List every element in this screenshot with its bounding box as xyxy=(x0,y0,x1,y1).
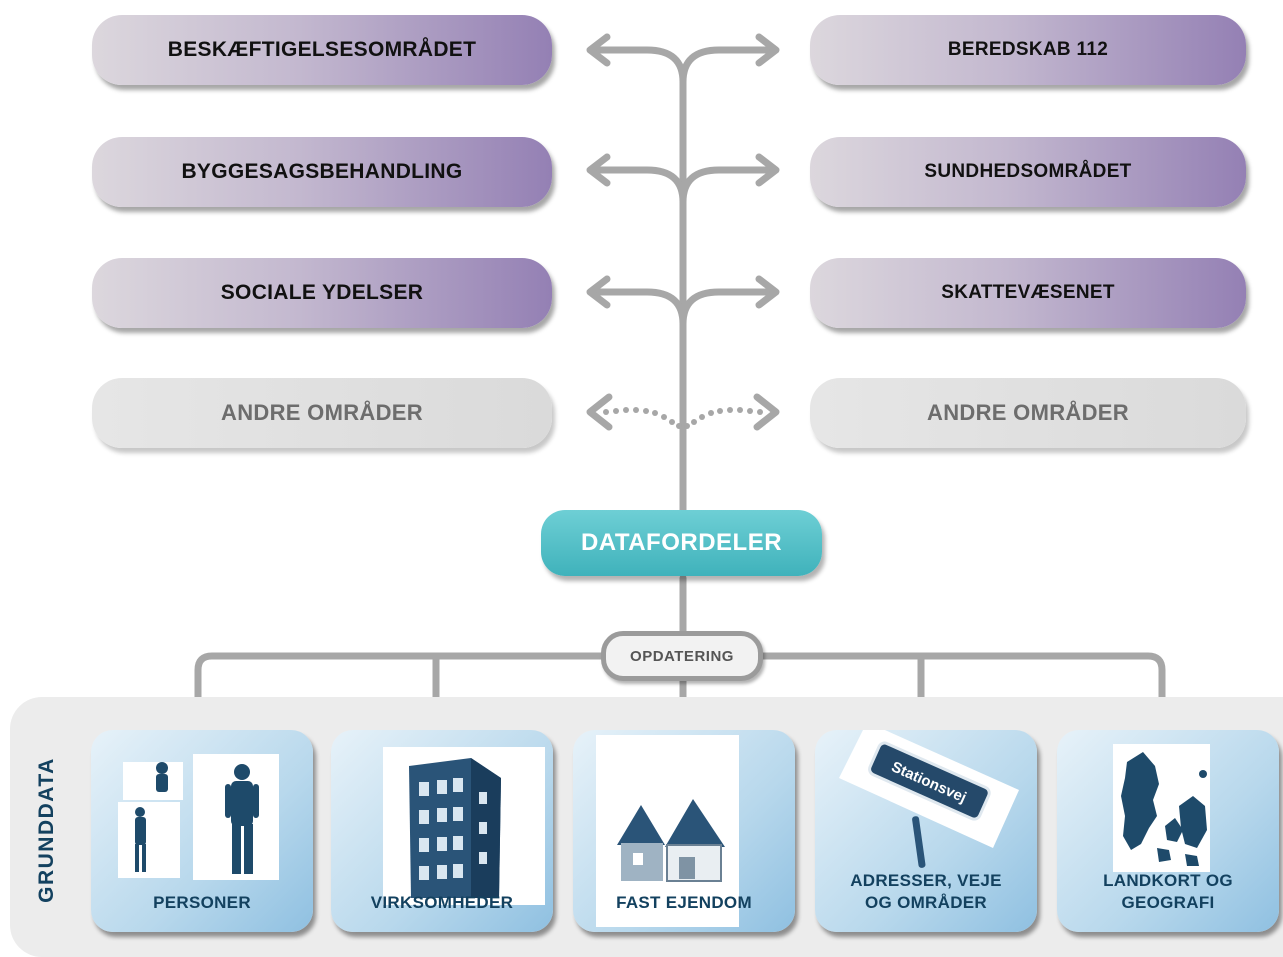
update-label: OPDATERING xyxy=(630,647,734,665)
area-byggesag: BYGGESAGSBEHANDLING xyxy=(92,137,552,207)
datafordeler-hub: DATAFORDELER xyxy=(541,510,822,576)
street-sign-icon: Stationsvej xyxy=(839,730,1019,868)
card-label: PERSONER xyxy=(153,893,251,912)
area-beredskab: BEREDSKAB 112 xyxy=(810,15,1246,85)
area-label: SUNDHEDSOMRÅDET xyxy=(924,161,1132,182)
card-personer: PERSONER xyxy=(91,730,313,932)
dotted-connector xyxy=(603,407,763,429)
area-sundhed: SUNDHEDSOMRÅDET xyxy=(810,137,1246,207)
area-label: SOCIALE YDELSER xyxy=(220,281,424,304)
card-label: LANDKORT OG GEOGRAFI xyxy=(1103,871,1233,912)
grunddata-title: GRUNDDATA xyxy=(35,757,58,903)
card-label: ADRESSER, VEJE OG OMRÅDER xyxy=(850,871,1002,912)
card-fast-ejendom: FAST EJENDOM xyxy=(573,730,795,932)
denmark-map-icon xyxy=(1121,752,1207,866)
house-icon xyxy=(617,799,725,882)
area-label: BESKÆFTIGELSESOMRÅDET xyxy=(167,38,477,61)
area-beskaeftigelse: BESKÆFTIGELSESOMRÅDET xyxy=(92,15,552,85)
area-label: ANDRE OMRÅDER xyxy=(927,400,1129,425)
card-adresser: Stationsvej ADRESSER, VEJE OG OMRÅDER xyxy=(815,730,1037,932)
card-virksomheder: VIRKSOMHEDER xyxy=(331,730,553,932)
area-andre-left: ANDRE OMRÅDER xyxy=(92,378,552,448)
area-label: ANDRE OMRÅDER xyxy=(221,400,423,425)
card-landkort: LANDKORT OG GEOGRAFI xyxy=(1057,730,1279,932)
area-sociale-ydelser: SOCIALE YDELSER xyxy=(92,258,552,328)
people-photo xyxy=(123,762,183,800)
area-skattevaesenet: SKATTEVÆSENET xyxy=(810,258,1246,328)
area-andre-right: ANDRE OMRÅDER xyxy=(810,378,1246,448)
card-label: FAST EJENDOM xyxy=(616,893,752,912)
people-icon xyxy=(135,762,259,874)
opdatering-badge: OPDATERING xyxy=(601,631,763,681)
area-label: BEREDSKAB 112 xyxy=(947,39,1109,60)
area-label: BYGGESAGSBEHANDLING xyxy=(181,160,463,183)
card-label: VIRKSOMHEDER xyxy=(370,893,514,912)
building-icon xyxy=(409,758,501,898)
hub-label: DATAFORDELER xyxy=(580,529,783,556)
area-label: SKATTEVÆSENET xyxy=(941,282,1115,303)
